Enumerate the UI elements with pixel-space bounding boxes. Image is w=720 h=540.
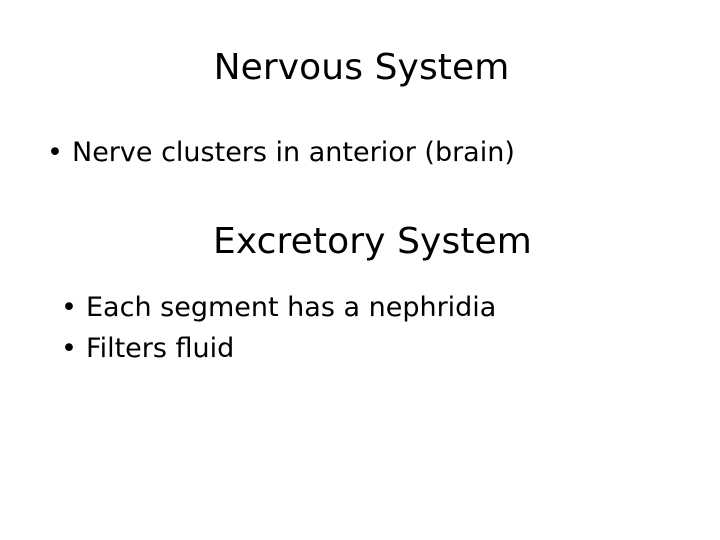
list-item: • Nerve clusters in anterior (brain) <box>47 132 515 173</box>
slide-title-excretory-system: Excretory System <box>213 221 532 262</box>
bullet-point-icon: • <box>61 292 77 323</box>
list-item-label: Filters fluid <box>86 333 235 364</box>
list-item: • Filters fluid <box>61 328 496 369</box>
bullet-point-icon: • <box>47 137 63 168</box>
slide-title-nervous-system: Nervous System <box>213 47 510 88</box>
bullet-list-nervous-system: • Nerve clusters in anterior (brain) <box>47 132 515 173</box>
list-item-label: Nerve clusters in anterior (brain) <box>72 137 515 168</box>
bullet-list-excretory-system: • Each segment has a nephridia • Filters… <box>61 287 496 369</box>
list-item-label: Each segment has a nephridia <box>86 292 497 323</box>
bullet-point-icon: • <box>61 333 77 364</box>
list-item: • Each segment has a nephridia <box>61 287 496 328</box>
